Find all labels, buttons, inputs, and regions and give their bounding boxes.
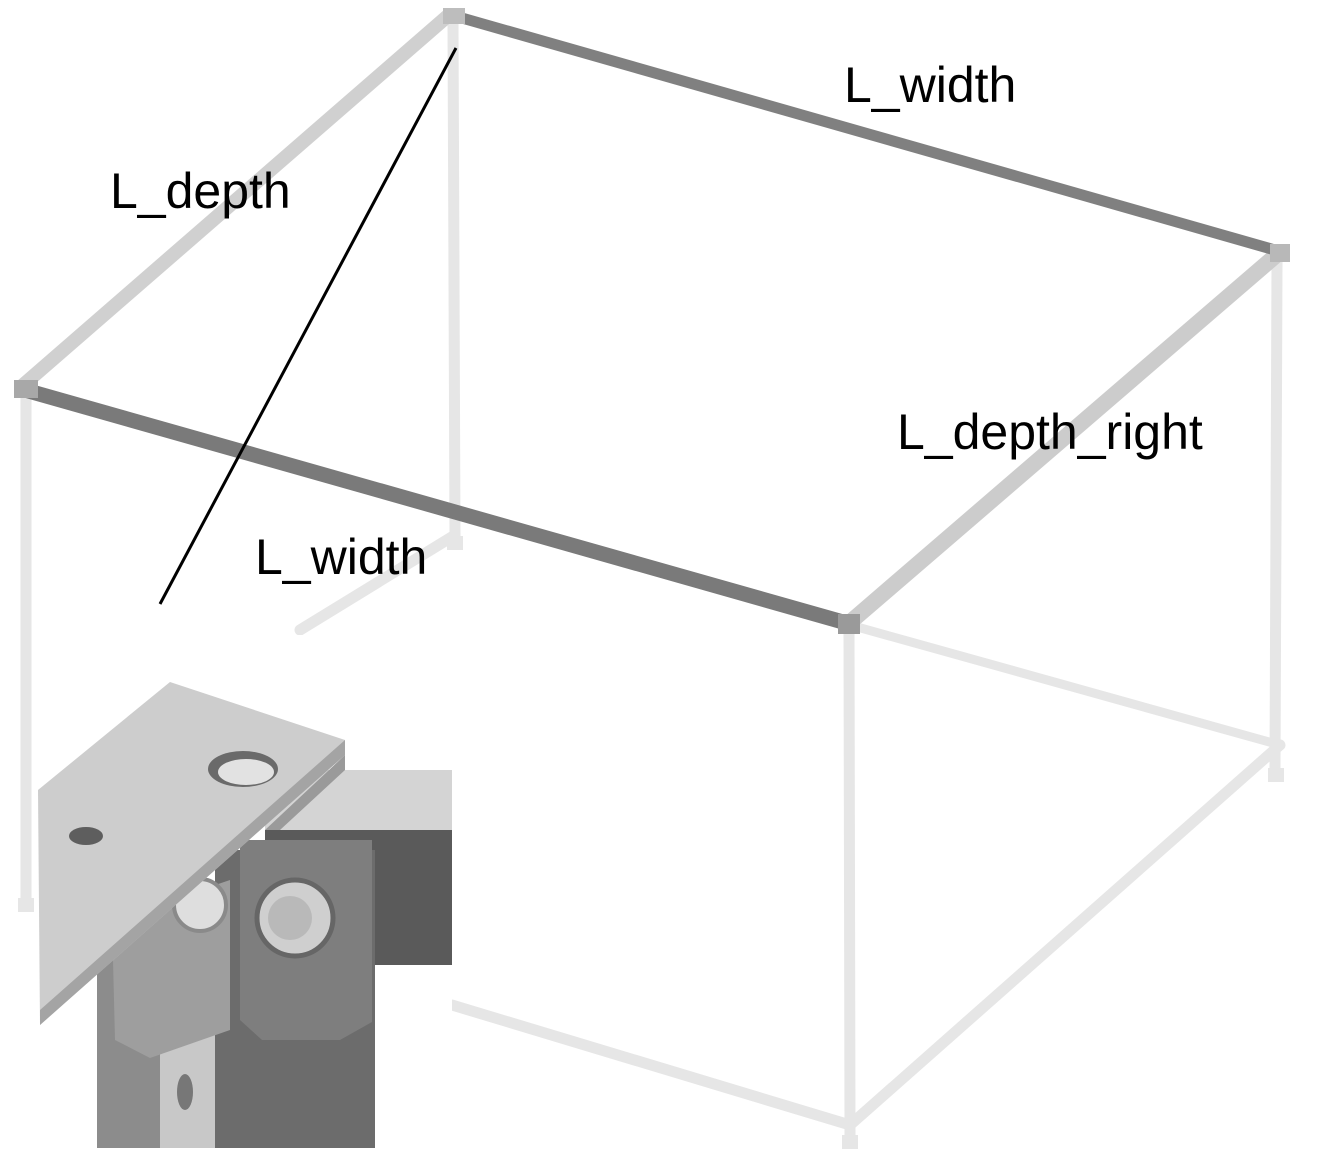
lower-rail-back-width: [845, 620, 1285, 750]
inset-bolt-right-head: [268, 896, 312, 940]
inset-hole-small: [69, 827, 103, 845]
corner-plate-front-right: [838, 614, 860, 634]
corner-plate-back-right: [1270, 244, 1290, 262]
leg-back-left: [447, 16, 461, 544]
inset-hole-post: [177, 1074, 193, 1110]
foot-back-left: [447, 536, 463, 550]
label-width-back: L_width: [844, 57, 1016, 113]
lower-rail-front-width: [446, 999, 856, 1131]
leg-front-right: [843, 622, 856, 1143]
rail-depth-left: [17, 8, 455, 392]
label-depth-left: L_depth: [110, 163, 291, 219]
lower-rail-right-depth: [844, 739, 1286, 1131]
leg-back-right: [1269, 256, 1283, 776]
rail-width-front: [15, 380, 853, 632]
inset-hole-large-inner: [218, 759, 274, 785]
label-width-front: L_width: [255, 529, 427, 585]
foot-front-right: [842, 1135, 858, 1149]
top-frame: [14, 8, 1290, 634]
ghost-frame: [18, 16, 1286, 1149]
foot-front-left: [18, 898, 34, 912]
rail-width-back: [453, 10, 1284, 258]
inset-plate-shadow: [265, 755, 345, 830]
corner-bracket-closeup-icon: [38, 635, 452, 1150]
rail-depth-right: [842, 245, 1286, 631]
lower-rail-left: [294, 529, 461, 636]
corner-plate-front-left: [14, 380, 38, 398]
leader-line: [158, 47, 458, 605]
foot-back-right: [1268, 768, 1284, 782]
label-depth-right: L_depth_right: [897, 404, 1203, 460]
inset-rail-top: [265, 770, 452, 830]
corner-plate-back-left: [443, 8, 465, 24]
inset-top-plate-edge: [40, 740, 345, 1025]
